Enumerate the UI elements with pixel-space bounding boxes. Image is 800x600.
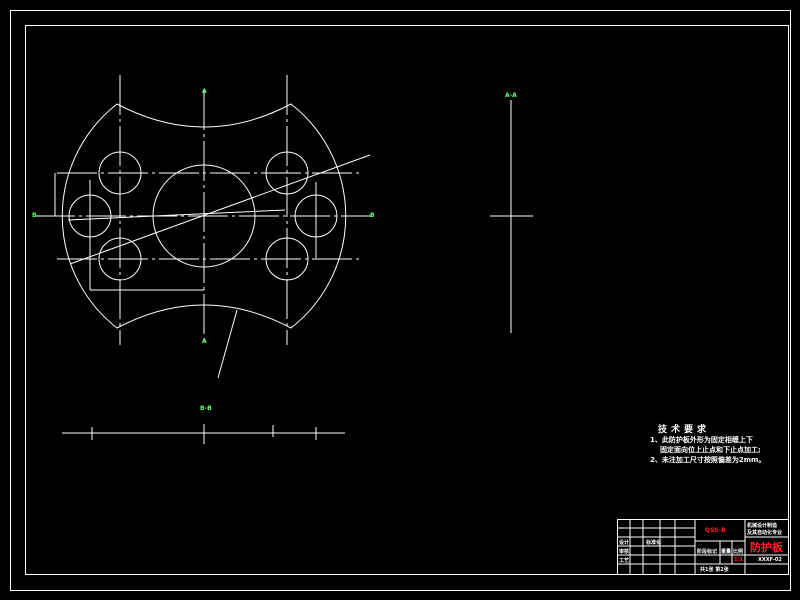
tech-item: 固定面向位上止点和下止点加工;: [660, 446, 761, 454]
tech-item: 2、未注加工尺寸按照偏差为2mm。: [650, 456, 766, 464]
org-line-2: 及其自动化专业: [747, 530, 783, 536]
weight-header: 重量: [721, 549, 732, 555]
drawing-code: QSS-B: [705, 527, 726, 534]
dimension-line: [69, 154, 371, 265]
stage-header: 阶段标记: [697, 549, 718, 555]
point-label-right: B: [370, 212, 375, 219]
leader-line: [217, 309, 238, 379]
dimension-line: [67, 209, 286, 221]
inner-frame: [25, 25, 789, 575]
front-view: [35, 75, 372, 379]
point-label-top: A: [202, 88, 207, 95]
tech-item: 1、此防护板外形为固定相缠上下: [650, 436, 753, 444]
point-label-left: B: [32, 212, 37, 219]
technical-requirements: 技术要求 1、此防护板外形为固定相缠上下 固定面向位上止点和下止点加工; 2、未…: [650, 425, 765, 465]
sheet-count: 共1张 第2张: [700, 567, 729, 573]
scale-value: 1:1: [734, 557, 743, 563]
part-name: 防护板: [750, 541, 783, 554]
tech-title: 技术要求: [658, 425, 711, 435]
side-view: [490, 100, 533, 333]
scale-header: 比例: [733, 549, 744, 555]
label-design: 设计: [619, 540, 630, 546]
title-block: [617, 519, 789, 575]
view-label: A-A: [505, 92, 517, 99]
label-process: 工艺: [619, 558, 630, 564]
outer-frame: [10, 10, 791, 591]
centerlines: [35, 75, 372, 345]
point-label-bottom: A: [202, 338, 207, 345]
org-line-1: 机械设计制造: [747, 523, 778, 529]
label-review: 审核: [619, 549, 630, 555]
section-view: [62, 424, 345, 444]
label-standard: 标准化: [646, 540, 662, 546]
section-label: B-B: [200, 405, 212, 412]
drawing-number: XXXF-02: [758, 557, 782, 563]
